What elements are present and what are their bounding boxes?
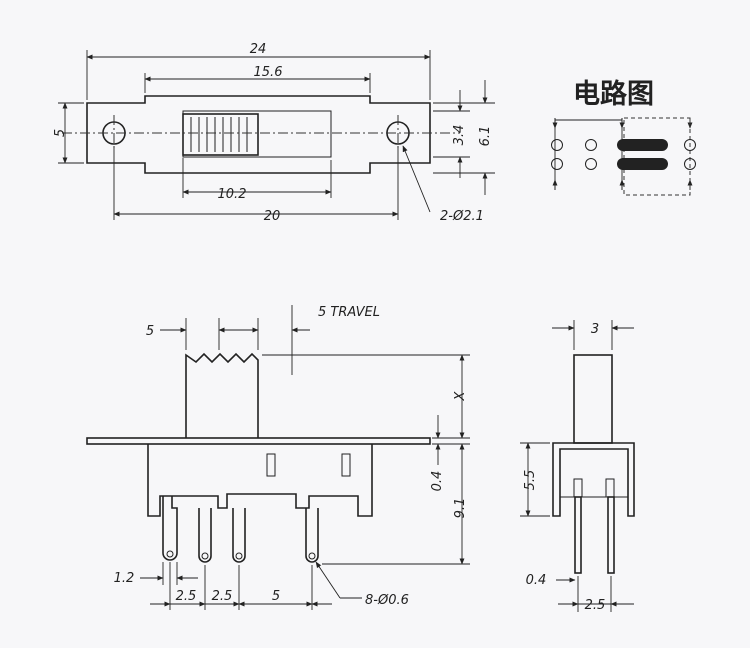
side-housing [552, 442, 635, 517]
dim-overall-length: 24 [250, 42, 267, 57]
dim-plate-thickness: 0.4 [430, 471, 445, 492]
dim-knob-height: X [453, 390, 468, 401]
body-slot-left [266, 453, 276, 477]
side-pin-right [607, 496, 615, 574]
dim-side-pin-pitch: 2.5 [585, 598, 606, 613]
side-contact-right [605, 478, 615, 498]
dim-side-knob-thickness: 3 [591, 322, 599, 337]
circuit-terminals [551, 139, 696, 170]
dim-side-body-height: 5.5 [523, 470, 538, 491]
label-mount-holes: 2-Ø2.1 [440, 209, 484, 224]
top-view: 24 15.6 5 3.4 6.1 10.2 20 [53, 42, 495, 224]
slide-knob [182, 113, 259, 156]
slot-window [182, 110, 332, 158]
dim-hole-pitch: 20 [264, 209, 281, 224]
side-knob [573, 354, 613, 444]
body-slot-right [341, 453, 351, 477]
dim-pitch-c: 5 [272, 589, 280, 604]
knob-grip-lines [190, 117, 248, 152]
dim-side-pin-thickness: 0.4 [526, 573, 547, 588]
dim-outer-width: 6.1 [478, 126, 493, 147]
side-contact-left [573, 478, 583, 498]
dim-front-knob-width: 5 [146, 324, 154, 339]
side-pin-left [574, 496, 582, 574]
dim-pitch-b: 2.5 [212, 589, 233, 604]
dim-height-left: 5 [53, 129, 68, 137]
mount-plate [86, 437, 431, 445]
front-view: 5 5 TRAVEL X 0.4 9.1 1.2 [86, 305, 470, 610]
contact-bar-upper [617, 139, 668, 151]
dim-knob-width: 10.2 [218, 187, 247, 202]
circuit-title: 电路图 [573, 78, 654, 110]
side-view: 3 5.5 0.4 2.5 [520, 320, 635, 613]
front-pins [162, 496, 319, 563]
dim-inner-width: 3.4 [452, 125, 467, 146]
label-travel: 5 TRAVEL [318, 305, 380, 320]
dim-pitch-a: 2.5 [176, 589, 197, 604]
front-knob [185, 352, 259, 438]
front-body [147, 444, 373, 517]
label-pin-holes: 8-Ø0.6 [365, 593, 409, 608]
dim-pin-offset: 1.2 [114, 571, 135, 586]
dim-body-height: 9.1 [453, 498, 468, 519]
top-view-outline [86, 95, 431, 174]
dim-slot-length: 15.6 [254, 65, 283, 80]
circuit-diagram: 电路图 [551, 78, 696, 196]
active-contacts-box [623, 117, 691, 196]
contact-bar-lower [617, 158, 668, 170]
pin-holes [166, 550, 316, 560]
